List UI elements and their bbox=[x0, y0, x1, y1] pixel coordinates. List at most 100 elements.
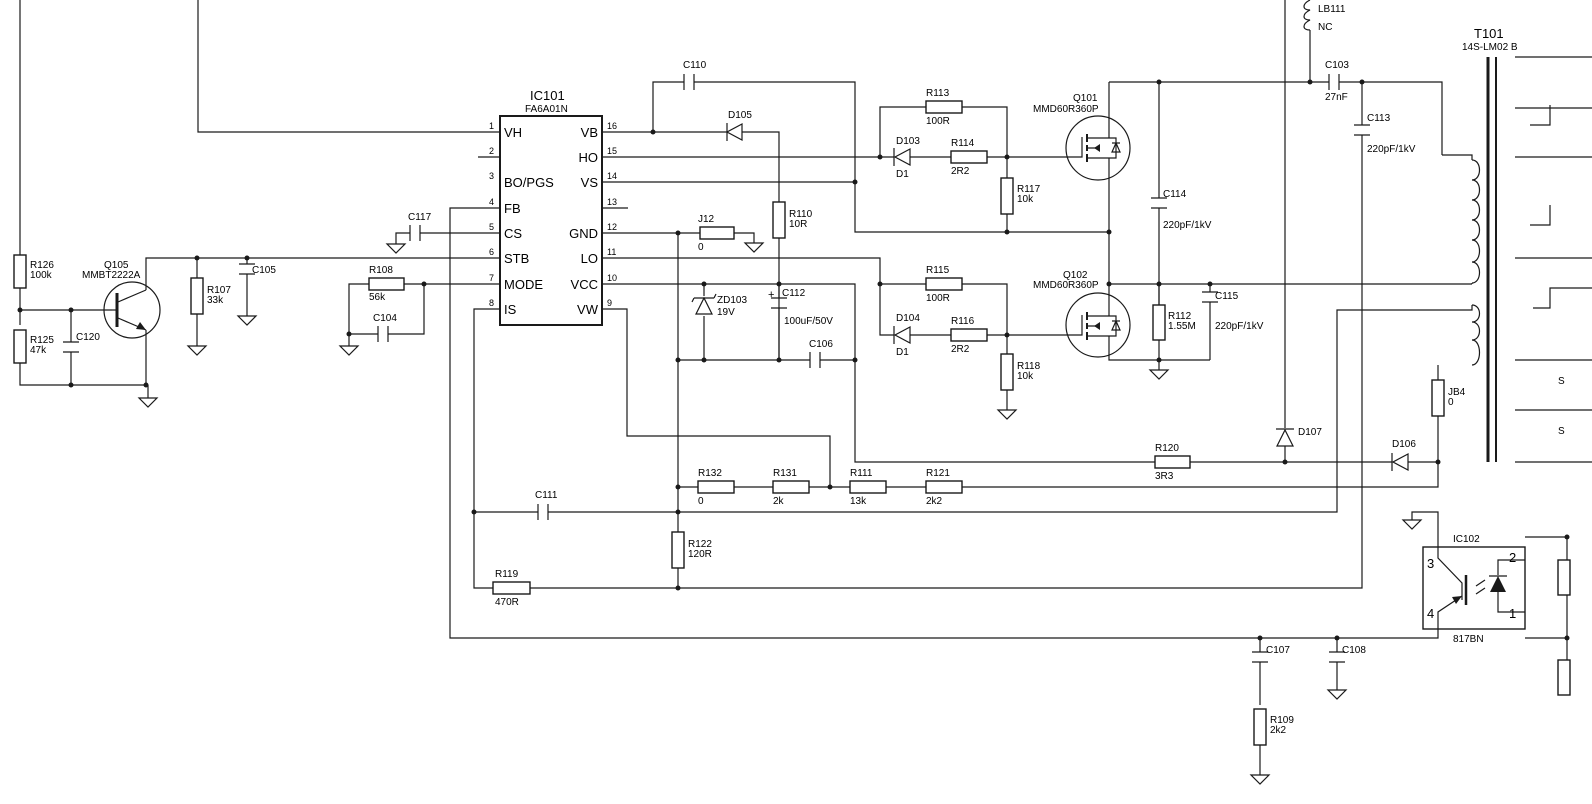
resistor-r116 bbox=[950, 328, 988, 342]
capacitor-c120: C120 bbox=[63, 332, 100, 353]
capacitor-c117: C117 bbox=[408, 212, 432, 241]
capacitor-c115: C115 220pF/1kV bbox=[1202, 291, 1264, 332]
svg-text:D106: D106 bbox=[1392, 439, 1416, 450]
svg-text:27nF: 27nF bbox=[1325, 92, 1348, 103]
pin-name-is: IS bbox=[504, 302, 517, 317]
svg-text:R108: R108 bbox=[369, 265, 393, 276]
svg-text:3R3: 3R3 bbox=[1155, 471, 1174, 482]
pin-name-stb: STB bbox=[504, 251, 529, 266]
inductor-lb111: LB111 NC bbox=[1303, 0, 1346, 33]
pin-name-cs: CS bbox=[504, 226, 522, 241]
pin-name-fb: FB bbox=[504, 201, 521, 216]
pin-num-14: 14 bbox=[607, 171, 617, 181]
svg-text:56k: 56k bbox=[369, 292, 386, 303]
svg-text:0: 0 bbox=[698, 242, 704, 253]
svg-text:D1: D1 bbox=[896, 347, 909, 358]
svg-text:C120: C120 bbox=[76, 332, 100, 343]
svg-text:R111: R111 bbox=[850, 468, 873, 479]
diode-d105: D105 bbox=[725, 110, 752, 141]
resistor-r122 bbox=[671, 531, 685, 569]
resistor-r117 bbox=[1000, 177, 1014, 215]
svg-text:13k: 13k bbox=[850, 496, 867, 507]
resistor-r121 bbox=[925, 480, 963, 494]
svg-text:R118: R118 bbox=[1017, 361, 1041, 372]
capacitor-c108: C108 bbox=[1329, 645, 1366, 663]
capacitor-c106: C106 bbox=[809, 339, 833, 368]
svg-text:D105: D105 bbox=[728, 110, 752, 121]
mosfet-q102: Q102 MMD60R360P bbox=[1033, 270, 1131, 358]
pin-num-9: 9 bbox=[607, 298, 612, 308]
pin-num-1: 1 bbox=[489, 121, 494, 131]
svg-text:470R: 470R bbox=[495, 597, 519, 608]
svg-text:2R2: 2R2 bbox=[951, 166, 970, 177]
resistor-r111 bbox=[849, 480, 887, 494]
svg-text:1.55M: 1.55M bbox=[1168, 321, 1196, 332]
svg-text:100R: 100R bbox=[926, 293, 950, 304]
svg-text:NC: NC bbox=[1318, 22, 1332, 33]
svg-text:D1: D1 bbox=[896, 169, 909, 180]
svg-text:2: 2 bbox=[1509, 550, 1516, 565]
pin-name-mode: MODE bbox=[504, 277, 543, 292]
svg-text:10R: 10R bbox=[789, 219, 807, 230]
svg-text:D103: D103 bbox=[896, 136, 920, 147]
resistor-r109 bbox=[1253, 708, 1267, 746]
resistor-r120 bbox=[1154, 455, 1191, 469]
svg-text:220pF/1kV: 220pF/1kV bbox=[1367, 144, 1416, 155]
svg-text:R126: R126 bbox=[30, 260, 54, 271]
diode-d104: D104 D1 bbox=[893, 313, 920, 358]
pin-num-2: 2 bbox=[489, 146, 494, 156]
svg-text:R110: R110 bbox=[789, 209, 813, 220]
pin-name-lo: LO bbox=[581, 251, 598, 266]
pin-num-4: 4 bbox=[489, 197, 494, 207]
resistor-r115 bbox=[925, 277, 963, 291]
svg-text:R132: R132 bbox=[698, 468, 722, 479]
pin-name-ho: HO bbox=[579, 150, 599, 165]
svg-text:JB4: JB4 bbox=[1448, 387, 1466, 398]
svg-text:33k: 33k bbox=[207, 295, 224, 306]
diodes: D105 D103 D1 D104 D1 ZD103 19V D107 D106 bbox=[691, 110, 1416, 471]
capacitor-c110: C110 bbox=[683, 60, 707, 90]
svg-text:MMD60R360P: MMD60R360P bbox=[1033, 104, 1099, 115]
svg-text:D107: D107 bbox=[1298, 427, 1322, 438]
ground-symbols bbox=[137, 242, 1423, 785]
svg-text:C110: C110 bbox=[683, 60, 707, 71]
svg-text:R116: R116 bbox=[951, 316, 975, 327]
ic101-part: FA6A01N bbox=[525, 104, 568, 115]
transformer-t101: T101 14S-LM02 B S S bbox=[1462, 26, 1565, 462]
svg-text:Q101: Q101 bbox=[1073, 93, 1098, 104]
pin-num-5: 5 bbox=[489, 222, 494, 232]
resistor-r126 bbox=[13, 254, 27, 289]
capacitor-c114: C114 220pF/1kV bbox=[1151, 189, 1212, 231]
ic101: IC101 FA6A01N 1 2 3 4 5 6 7 8 VH BO/PGS … bbox=[489, 88, 617, 326]
resistor-r131 bbox=[772, 480, 810, 494]
capacitor-c111: C111 bbox=[535, 490, 558, 520]
svg-text:C115: C115 bbox=[1215, 291, 1239, 302]
pin-name-vcc: VCC bbox=[571, 277, 598, 292]
svg-text:MMBT2222A: MMBT2222A bbox=[82, 270, 141, 281]
resistor-r112 bbox=[1152, 304, 1166, 341]
svg-text:R113: R113 bbox=[926, 88, 950, 99]
diode-d106: D106 bbox=[1391, 439, 1416, 471]
svg-text:120R: 120R bbox=[688, 549, 712, 560]
pin-name-vw: VW bbox=[577, 302, 599, 317]
svg-text:R120: R120 bbox=[1155, 443, 1179, 454]
wires bbox=[19, 0, 1592, 775]
capacitor-c105: C105 bbox=[239, 263, 276, 276]
capacitor-c107: C107 bbox=[1252, 645, 1290, 663]
svg-text:2k2: 2k2 bbox=[926, 496, 943, 507]
optocoupler-ic102: 3 4 2 1 IC102 817BN bbox=[1422, 534, 1526, 645]
svg-text:100R: 100R bbox=[926, 116, 950, 127]
resistors: R126 100k R125 47k R107 33k R110 10R R11… bbox=[13, 88, 1571, 746]
svg-text:1: 1 bbox=[1509, 606, 1516, 621]
svg-text:2R2: 2R2 bbox=[951, 344, 970, 355]
resistor-jb4 bbox=[1431, 379, 1445, 417]
resistor-r119 bbox=[492, 581, 531, 595]
svg-text:C107: C107 bbox=[1266, 645, 1290, 656]
resistor-r107 bbox=[190, 277, 204, 315]
svg-text:47k: 47k bbox=[30, 345, 47, 356]
svg-text:2k: 2k bbox=[773, 496, 785, 507]
svg-text:C108: C108 bbox=[1342, 645, 1366, 656]
capacitor-c112: + C112 100uF/50V bbox=[768, 288, 833, 327]
svg-text:19V: 19V bbox=[717, 307, 735, 318]
svg-text:C114: C114 bbox=[1163, 189, 1187, 200]
